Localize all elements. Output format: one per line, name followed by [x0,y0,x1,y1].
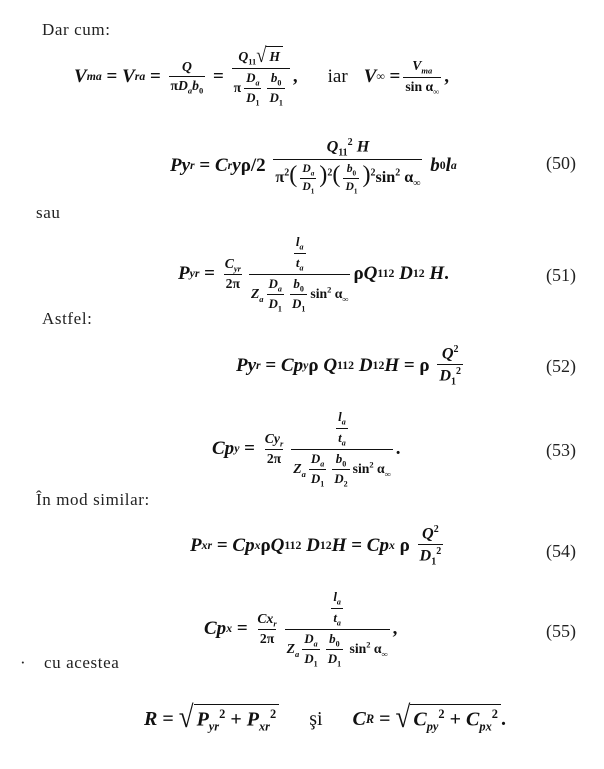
equation-number-54: (54) [546,541,576,561]
paragraph-cu-acestea: ·cu acestea [20,653,120,672]
paragraph-dar-cum: Dar cum: [42,20,111,39]
equation-number-55: (55) [546,621,576,641]
equation-number-51: (51) [546,265,576,285]
paragraph-astfel: Astfel: [42,309,93,328]
word-si: şi [309,707,323,730]
equation-number-53: (53) [546,440,576,460]
equation-number-52: (52) [546,356,576,376]
paragraph-sau: sau [36,203,61,222]
text-cu-acestea: cu acestea [44,653,120,672]
equation-number-50: (50) [546,153,576,173]
word-iar: iar [327,66,348,87]
paragraph-in-mod-similar: În mod similar: [36,490,150,509]
